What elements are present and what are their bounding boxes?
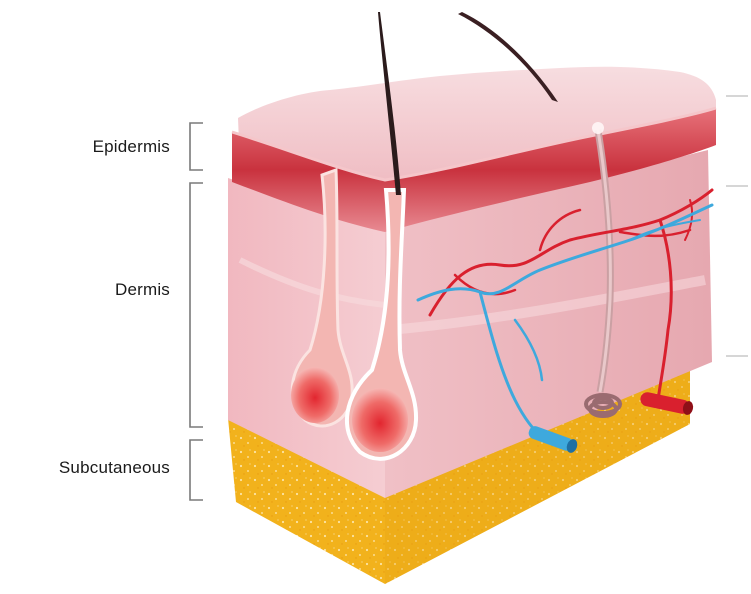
dermis-bracket [190,183,203,427]
dermis-label: Dermis [0,280,170,300]
epidermis-bracket [190,123,203,170]
epidermis-label: Epidermis [0,137,170,157]
subcutaneous-bracket [190,440,203,500]
right-guide-lines [726,96,748,356]
subcutaneous-label: Subcutaneous [0,458,170,478]
